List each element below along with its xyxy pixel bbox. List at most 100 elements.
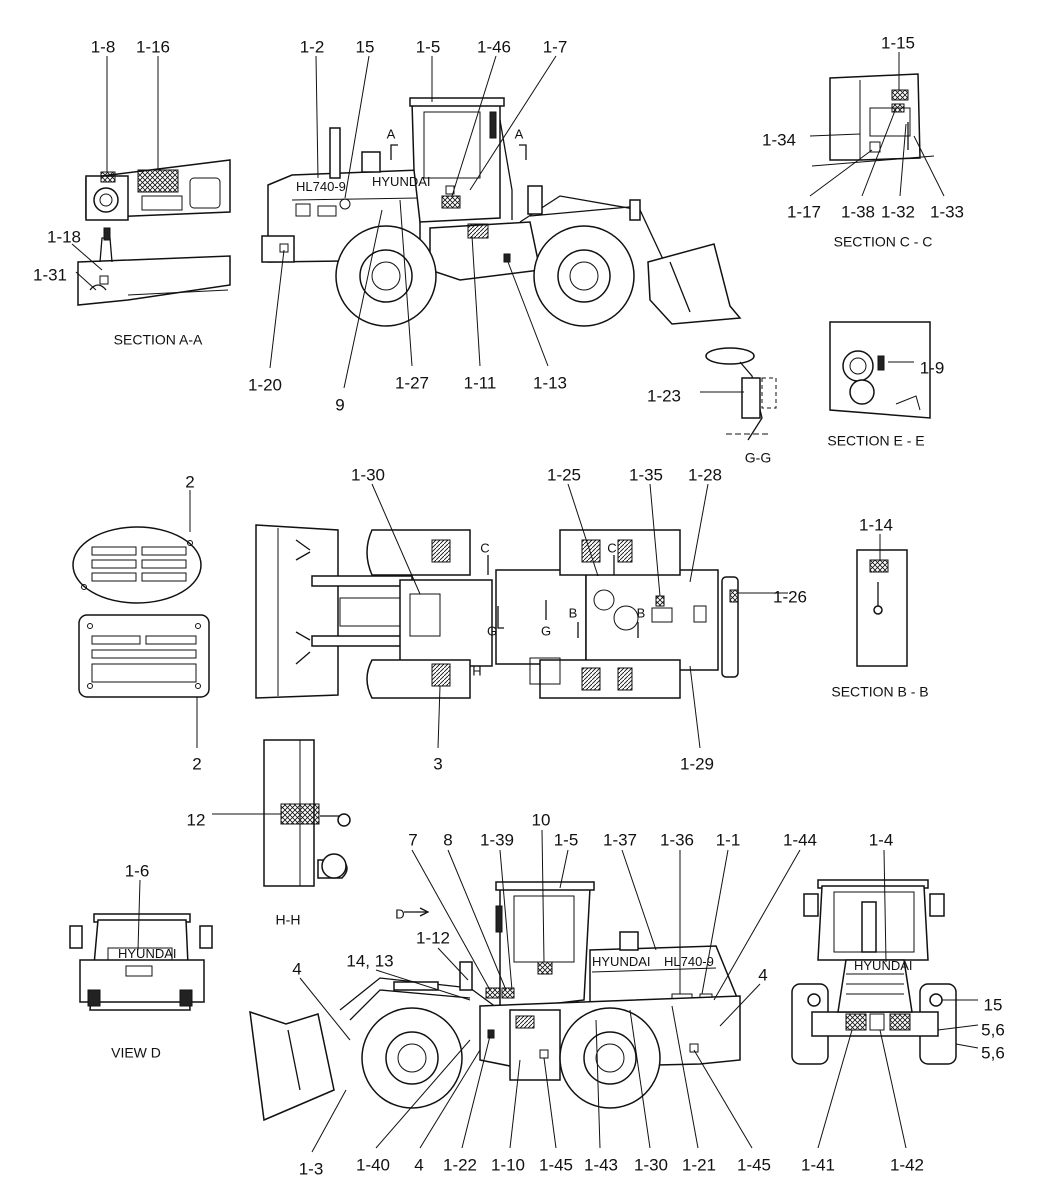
label-1-32: 1-32: [881, 202, 915, 221]
label-1-30: 1-30: [634, 1155, 668, 1174]
label-1-45: 1-45: [539, 1155, 573, 1174]
label-1-3: 1-3: [299, 1159, 324, 1178]
label-1-27: 1-27: [395, 373, 429, 392]
side-view-bottom-leaders: [299, 829, 801, 1153]
label-1-41: 1-41: [801, 1155, 835, 1174]
marker-g: G: [541, 623, 551, 638]
decal-1-15-mark: [891, 89, 909, 101]
caption-view-d: VIEW D: [111, 1045, 161, 1061]
label-1-42: 1-42: [890, 1155, 924, 1174]
decal-2-rect-plate: [78, 614, 210, 698]
decal-1-13-mark: [503, 253, 511, 263]
decal-3-mark: [431, 663, 451, 687]
decal-1-14-mark: [869, 559, 889, 573]
marker-g: G: [487, 623, 497, 638]
label-1-36: 1-36: [660, 830, 694, 849]
decal-1-11-mark: [467, 223, 489, 239]
label-1-38: 1-38: [841, 202, 875, 221]
brand-name-bottom: HYUNDAI: [592, 954, 651, 969]
section-a-a-drawing: [77, 159, 231, 306]
marker-b: B: [637, 605, 646, 620]
rear-view-drawing: HYUNDAI: [791, 879, 957, 1065]
label-1-18: 1-18: [47, 227, 81, 246]
decal-1-16-mark: [137, 169, 179, 193]
label-1-35: 1-35: [629, 465, 663, 484]
label-1-45: 1-45: [737, 1155, 771, 1174]
label-1-7: 1-7: [543, 37, 568, 56]
decal-1-35-mark: [655, 595, 665, 607]
label-1-15: 1-15: [881, 33, 915, 52]
decal-2-oval-plate: [72, 526, 202, 604]
label-1-25: 1-25: [547, 465, 581, 484]
marker-c: C: [480, 540, 489, 555]
section-c-c-drawing: [811, 73, 935, 167]
label-1-9: 1-9: [920, 358, 945, 377]
label-1-34: 1-34: [762, 130, 796, 149]
label-1-43: 1-43: [584, 1155, 618, 1174]
label-10: 10: [532, 810, 551, 829]
label-12: 12: [187, 810, 206, 829]
label-2: 2: [192, 754, 201, 773]
section-b-b-drawing: [856, 549, 908, 667]
label-8: 8: [443, 830, 452, 849]
section-a-arrow-right: [519, 144, 527, 160]
top-view-leaders: [371, 483, 788, 749]
marker-d: D: [395, 906, 404, 921]
brand-name-top: HYUNDAI: [372, 174, 431, 189]
decal-12-mark: [280, 803, 320, 825]
decal-1-22-mark: [487, 1029, 495, 1039]
caption-h-h: H-H: [276, 912, 301, 928]
decal-1-46-mark: [441, 195, 461, 209]
decal-1-8-mark: [100, 171, 116, 183]
label-4: 4: [758, 965, 767, 984]
brand-name-rear: HYUNDAI: [854, 958, 913, 973]
section-c-c-leaders: [809, 52, 945, 197]
label-2: 2: [185, 472, 194, 491]
section-h-h-drawing: [263, 739, 351, 887]
top-view-machine: [255, 524, 739, 699]
decal-7-mark: [485, 987, 501, 999]
label-1-40: 1-40: [356, 1155, 390, 1174]
label-1-29: 1-29: [680, 754, 714, 773]
marker-b: B: [569, 605, 578, 620]
label-1-2: 1-2: [300, 37, 325, 56]
model-name-top: HL740-9: [296, 179, 346, 194]
marker-h: H: [472, 663, 481, 678]
label-15: 15: [984, 995, 1003, 1014]
label-1-37: 1-37: [603, 830, 637, 849]
brand-name-view-d: HYUNDAI: [118, 946, 177, 961]
label-1-14: 1-14: [859, 515, 893, 534]
label-1-20: 1-20: [248, 375, 282, 394]
side-view-bottom-machine: HL740-9 HYUNDAI: [249, 881, 741, 1122]
marker-c: C: [607, 540, 616, 555]
label-1-21: 1-21: [682, 1155, 716, 1174]
label-14-13: 14, 13: [346, 951, 393, 970]
caption-section-e-e: SECTION E - E: [827, 433, 924, 449]
marker-a: A: [515, 126, 524, 141]
rear-view-leaders: [817, 849, 979, 1149]
label-5-6: 5,6: [981, 1043, 1005, 1062]
section-e-e-drawing: [829, 321, 931, 419]
side-view-top-leaders: [269, 55, 557, 389]
label-1-1: 1-1: [716, 830, 741, 849]
label-1-11: 1-11: [464, 373, 497, 392]
label-1-12: 1-12: [416, 928, 450, 947]
label-1-8: 1-8: [91, 37, 116, 56]
side-view-top-machine: HL740-9 HYUNDAI: [261, 97, 742, 327]
label-1-33: 1-33: [930, 202, 964, 221]
section-a-a-leaders: [71, 56, 159, 291]
label-4: 4: [292, 959, 301, 978]
section-a-arrow-left: [390, 144, 398, 160]
decal-8-mark: [501, 987, 515, 999]
label-3: 3: [433, 754, 442, 773]
label-15: 15: [356, 37, 375, 56]
label-1-26: 1-26: [773, 587, 807, 606]
decal-1-9-mark: [877, 355, 885, 371]
label-1-23: 1-23: [647, 386, 681, 405]
decal-1-42-mark: [869, 1013, 885, 1031]
label-7: 7: [408, 830, 417, 849]
label-1-6: 1-6: [125, 861, 150, 880]
